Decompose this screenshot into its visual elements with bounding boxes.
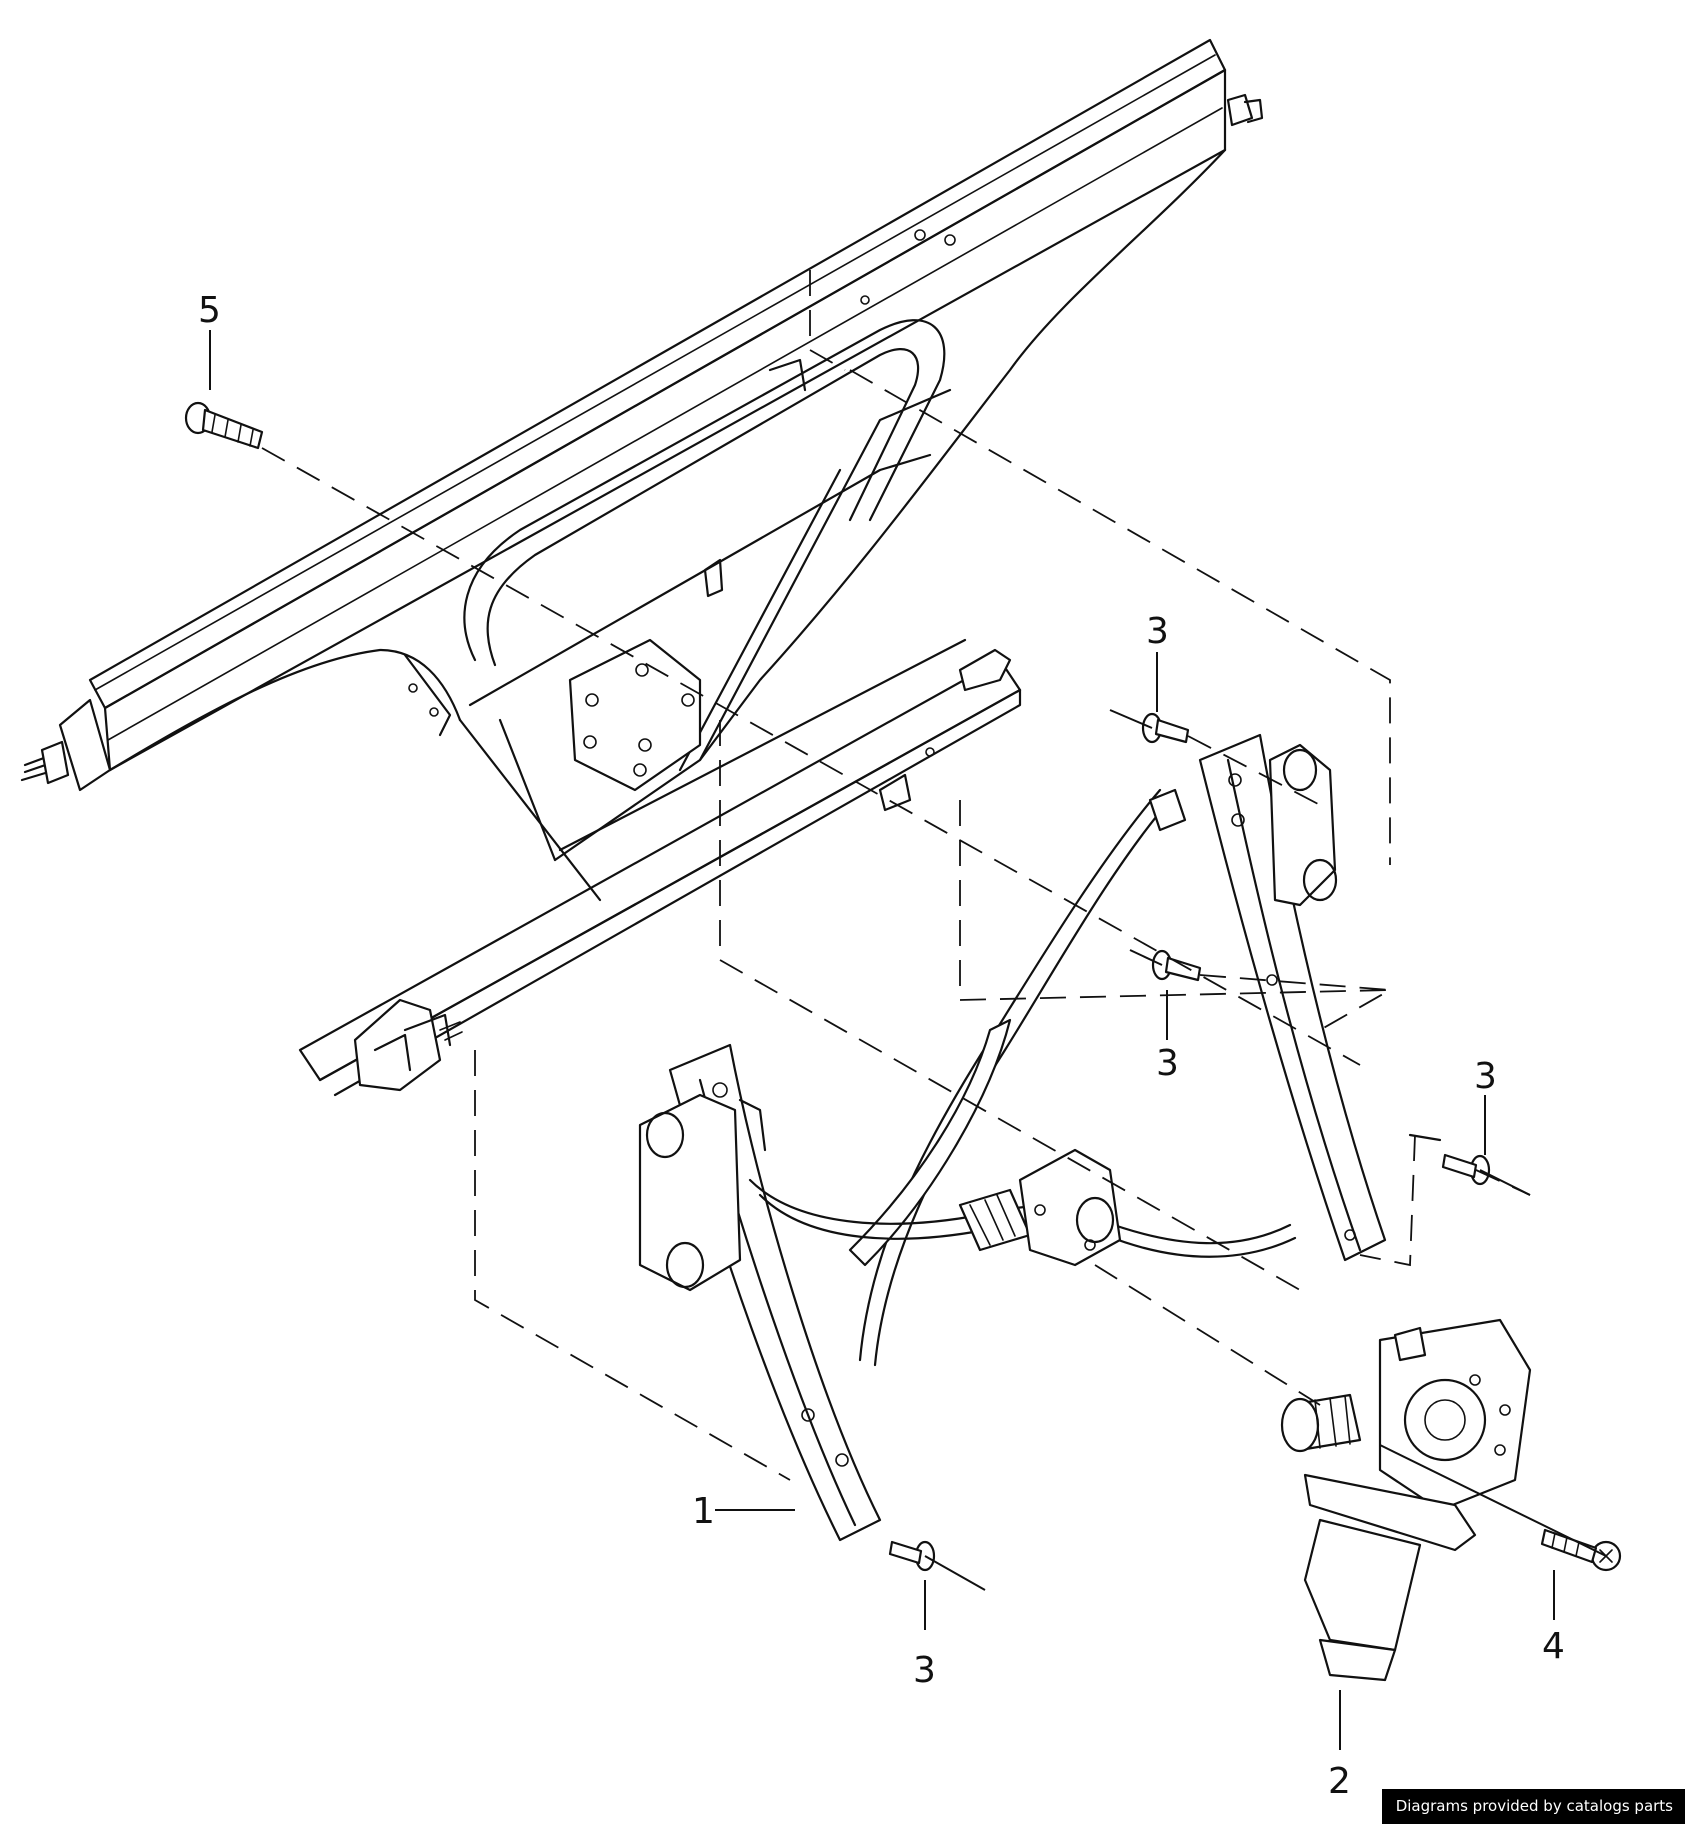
screw-4 [1540, 1528, 1622, 1572]
window-regulator-motor [1280, 1318, 1532, 1682]
callout-3-right: 3 [1474, 1056, 1497, 1097]
attribution-banner: Diagrams provided by catalogs parts [1381, 1789, 1685, 1824]
callout-1: 1 [692, 1491, 715, 1532]
callout-2: 2 [1328, 1761, 1351, 1802]
door-carrier-frame [20, 38, 1264, 1097]
callout-leaders [209, 330, 1555, 1750]
callout-5: 5 [198, 290, 221, 331]
callout-3-middle: 3 [1156, 1043, 1179, 1084]
callout-4: 4 [1542, 1626, 1565, 1667]
assembly-guide-lines [261, 369, 1607, 1591]
regulator-cable [748, 788, 1297, 1367]
callout-3-top: 3 [1146, 611, 1169, 652]
bolt-3c [1441, 1153, 1491, 1186]
bolt-3d [888, 1540, 936, 1572]
window-regulator-rail-left [638, 1043, 882, 1542]
window-regulator-rail-right [1198, 733, 1387, 1262]
screw-5 [184, 401, 264, 450]
callout-3-bottom: 3 [913, 1650, 936, 1691]
bolt-3b [1151, 949, 1202, 982]
